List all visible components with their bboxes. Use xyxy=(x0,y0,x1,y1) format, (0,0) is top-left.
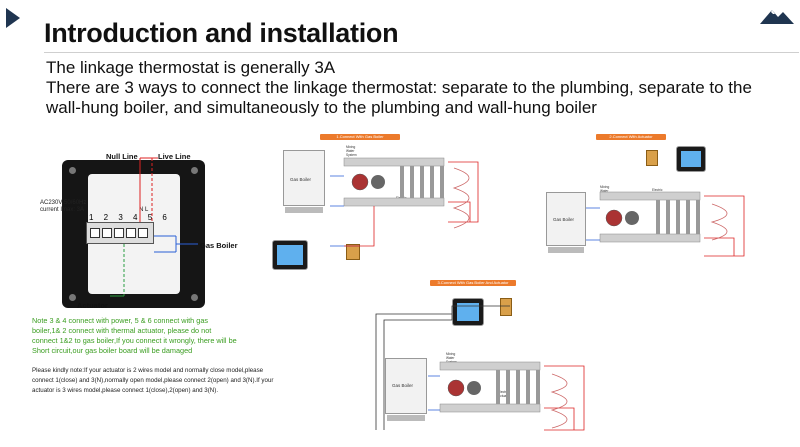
actuator-device-icon xyxy=(646,150,658,166)
terminal-numbers: 1 2 3 4 5 6 xyxy=(89,213,171,222)
plumbing-manifold xyxy=(586,191,745,257)
boiler-base xyxy=(548,247,584,253)
actuator-wiring-instructions: Please kindly note:If your actuator is 2… xyxy=(32,367,274,394)
diagram-1-system-label: Mixing Water System xyxy=(346,145,357,157)
diagram-3-banner: 3.Connect With Gas Boiler And Actuator xyxy=(430,280,516,286)
plumbing-manifold xyxy=(330,157,479,247)
screw-icon xyxy=(90,228,100,238)
gas-boiler-label: Gas Boiler xyxy=(200,241,238,250)
null-line-label: Null Line xyxy=(106,152,138,161)
mount-hole-icon xyxy=(191,167,198,174)
wiring-warning-note: Note 3 & 4 connect with power, 5 & 6 con… xyxy=(32,316,237,355)
thermostat-device-icon xyxy=(272,240,308,270)
intro-line-2: There are 3 ways to connect the linkage … xyxy=(46,78,752,117)
gas-boiler-unit: Gas Boiler xyxy=(385,358,427,414)
actuator-device-icon xyxy=(500,298,512,316)
diagram-3-actuator-label: Electric Actuator xyxy=(498,390,510,398)
thermostat-spec: AC230V 50/60Hz current Imax: 3A xyxy=(40,200,87,213)
mount-hole-icon xyxy=(191,294,198,301)
page-title: Introduction and installation xyxy=(44,18,399,48)
actuator-device-icon xyxy=(346,244,360,260)
title-divider xyxy=(44,52,799,53)
screw-icon xyxy=(102,228,112,238)
boiler-base xyxy=(387,415,425,421)
thermostat-device-icon xyxy=(452,298,484,326)
screw-icon xyxy=(138,228,148,238)
screw-icon xyxy=(114,228,124,238)
actuator-label: Actuator xyxy=(77,301,108,310)
screw-icon xyxy=(126,228,136,238)
boiler-base xyxy=(285,207,323,213)
terminal-block xyxy=(86,222,154,244)
intro-line-1: The linkage thermostat is generally 3A xyxy=(46,58,336,77)
gas-boiler-unit: Gas Boiler xyxy=(546,192,586,246)
diagram-1-banner: 1.Connect With Gas Boiler xyxy=(320,134,400,140)
live-line-label: Live Line xyxy=(158,152,191,161)
terminal-nl-mark: N L xyxy=(139,207,149,213)
diagram-2-banner: 2.Connect With Actuator xyxy=(596,134,666,140)
mount-hole-icon xyxy=(69,167,76,174)
corner-triangle-icon xyxy=(6,8,20,28)
thermostat-device-icon xyxy=(676,146,706,172)
mount-hole-icon xyxy=(69,294,76,301)
mountain-logo-icon xyxy=(760,10,794,24)
gas-boiler-unit: Gas Boiler xyxy=(283,150,325,206)
intro-text: The linkage thermostat is generally 3A T… xyxy=(46,58,786,118)
plumbing-manifold xyxy=(375,305,585,431)
